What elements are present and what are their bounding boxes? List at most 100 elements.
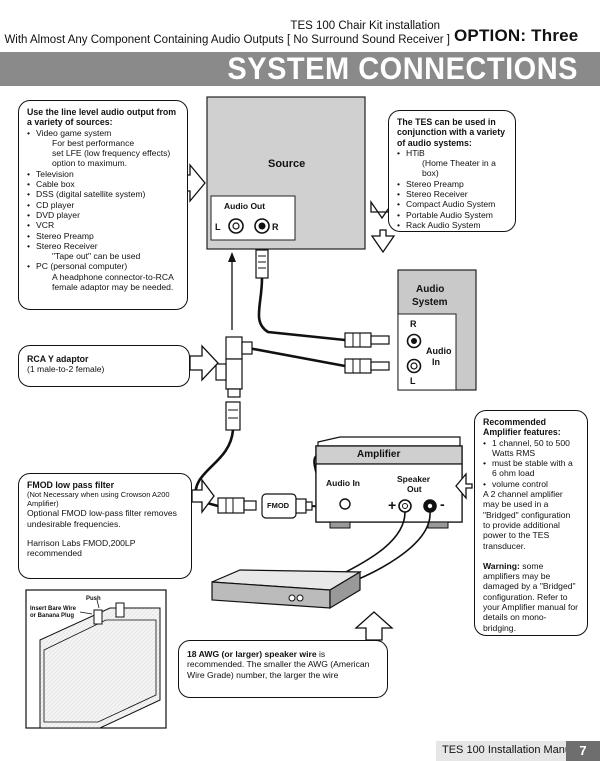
fmod-body: Optional FMOD low-pass filter removes un…	[27, 508, 177, 529]
option-label: OPTION: Three	[454, 26, 579, 45]
warning-note: Warning: some amplifiers may be damaged …	[483, 561, 579, 633]
title-bar	[0, 52, 600, 86]
sources-heading: Use the line level audio output from a v…	[27, 107, 177, 128]
list-item: Stereo Receiver"Tape out" can be used	[27, 241, 179, 262]
bridged-note: A 2 channel amplifier may be used in a "…	[483, 489, 571, 551]
amp-audio-in-label: Audio In	[326, 478, 360, 488]
list-item-label: Stereo Preamp	[36, 230, 94, 241]
rca-cable-source-audio	[247, 249, 390, 374]
warning-text: some amplifiers may be damaged by a "Bri…	[483, 560, 579, 633]
list-item: DSS (digital satellite system)	[27, 189, 179, 200]
left-input-label: L	[410, 376, 416, 386]
arrow-right-icon-3	[191, 478, 215, 514]
fmod-callout: FMOD low pass filter (Not Necessary when…	[18, 473, 192, 579]
amplifier-features-list: 1 channel, 50 to 500 Watts RMSmust be st…	[483, 438, 579, 490]
list-item-label: Compact Audio System	[406, 199, 496, 210]
right-channel-label: R	[272, 222, 279, 232]
list-item: Portable Audio System	[397, 209, 507, 221]
sources-callout: Use the line level audio output from a v…	[18, 100, 188, 310]
speaker-out-label-2: Out	[407, 484, 422, 494]
list-item-note: For best performance	[52, 137, 135, 148]
list-item-label: Stereo Receiver	[406, 189, 468, 200]
rca-adaptor-title: RCA Y adaptor	[27, 354, 89, 364]
header-subtitle-2: With Almost Any Component Containing Aud…	[4, 34, 450, 46]
list-item-label: Cable box	[36, 179, 75, 190]
list-item-note: female adaptor may be needed.	[52, 282, 174, 293]
arrow-right-icon	[184, 163, 206, 203]
list-item-label: CD player	[36, 199, 75, 210]
warning-label: Warning:	[483, 560, 520, 571]
list-item-label: PC (personal computer)	[36, 261, 128, 272]
arrow-left-icon	[455, 472, 473, 500]
amplifier-features-callout: Recommended Amplifier features: 1 channe…	[474, 410, 588, 636]
list-item-label: HTiB	[406, 147, 425, 158]
list-item: Stereo Preamp	[397, 178, 507, 190]
rca-y-adaptor	[215, 336, 253, 398]
fmod-filter	[261, 493, 313, 519]
audio-systems-heading: The TES can be used in conjunction with …	[397, 117, 506, 148]
list-item-label: Television	[36, 168, 74, 179]
list-item: Television	[27, 168, 179, 180]
list-item-label: Portable Audio System	[406, 209, 493, 220]
page-title: SYSTEM CONNECTIONS	[227, 51, 578, 87]
footer-manual-title: TES 100 Installation Manual	[442, 744, 580, 756]
fmod-note: (Not Necessary when using Crowson A200 A…	[27, 490, 170, 509]
source-label: Source	[268, 158, 306, 170]
audio-out-label: Audio Out	[224, 201, 266, 211]
list-item: HTiB(Home Theater in a box)	[397, 148, 507, 179]
list-item-note: set LFE (low frequency effects)	[52, 148, 171, 159]
list-item-label: DVD player	[36, 209, 80, 220]
left-channel-label: L	[215, 222, 221, 232]
list-item-label: Stereo Receiver	[36, 240, 98, 251]
header-subtitle-1: TES 100 Chair Kit installation	[290, 20, 440, 32]
list-item: Cable box	[27, 179, 179, 190]
terminal-detail-inset	[25, 589, 167, 729]
positive-terminal-label: +	[388, 497, 397, 513]
rca-adaptor-subtitle: (1 male-to-2 female)	[27, 364, 105, 375]
list-item-label: Stereo Preamp	[406, 178, 464, 189]
rca-adaptor-callout: RCA Y adaptor (1 male-to-2 female)	[18, 345, 190, 387]
arrow-right-icon-2	[189, 344, 219, 382]
list-item-label: Rack Audio System	[406, 219, 481, 230]
list-item: PC (personal computer)A headphone connec…	[27, 261, 179, 292]
audio-system-label-1: Audio	[416, 284, 445, 295]
list-item-note: option to maximum.	[52, 158, 127, 169]
arrow-up-icon	[354, 611, 394, 641]
fmod-label: FMOD	[267, 501, 290, 510]
list-item-label: Video game system	[36, 127, 112, 138]
insert-wire-label-2: or Banana Plug	[30, 613, 75, 619]
list-item: Rack Audio System	[397, 219, 507, 231]
right-input-label: R	[410, 319, 417, 329]
push-label: Push	[86, 596, 101, 602]
amplifier-device	[315, 436, 463, 529]
fmod-recommendation: Harrison Labs FMOD,200LP recommended	[27, 537, 136, 559]
list-item: volume control	[483, 479, 579, 490]
source-device	[206, 96, 366, 250]
audio-systems-list: HTiB(Home Theater in a box)Stereo Preamp…	[397, 148, 507, 231]
amplifier-label: Amplifier	[357, 449, 401, 460]
fmod-title: FMOD low pass filter	[27, 480, 115, 490]
list-item-note: A headphone connector-to-RCA	[52, 271, 174, 282]
list-item: VCR	[27, 220, 179, 231]
list-item: must be stable with a 6 ohm load	[483, 458, 579, 479]
tes-transducer	[211, 569, 363, 610]
speaker-out-label-1: Speaker	[397, 474, 431, 484]
list-item: Compact Audio System	[397, 199, 507, 210]
speaker-wire-callout: 18 AWG (or larger) speaker wire is recom…	[178, 640, 388, 698]
list-item-label: 1 channel, 50 to 500 Watts RMS	[492, 437, 570, 458]
list-item: CD player	[27, 199, 179, 211]
audio-system-device	[397, 269, 477, 391]
audio-system-label-2: System	[412, 297, 448, 308]
page-number: 7	[566, 741, 600, 761]
speaker-wire-heading: 18 AWG (or larger) speaker wire	[187, 649, 317, 659]
speaker-wire-text: is recommended. The smaller the AWG (Ame…	[187, 649, 370, 680]
list-item: 1 channel, 50 to 500 Watts RMS	[483, 438, 579, 459]
audio-in-label-2: In	[432, 357, 440, 367]
arrow-down-icon-2	[370, 229, 396, 254]
list-item-label: DSS (digital satellite system)	[36, 189, 146, 200]
list-item: Stereo Receiver	[397, 189, 507, 200]
insert-wire-label-1: Insert Bare Wire	[30, 606, 76, 612]
